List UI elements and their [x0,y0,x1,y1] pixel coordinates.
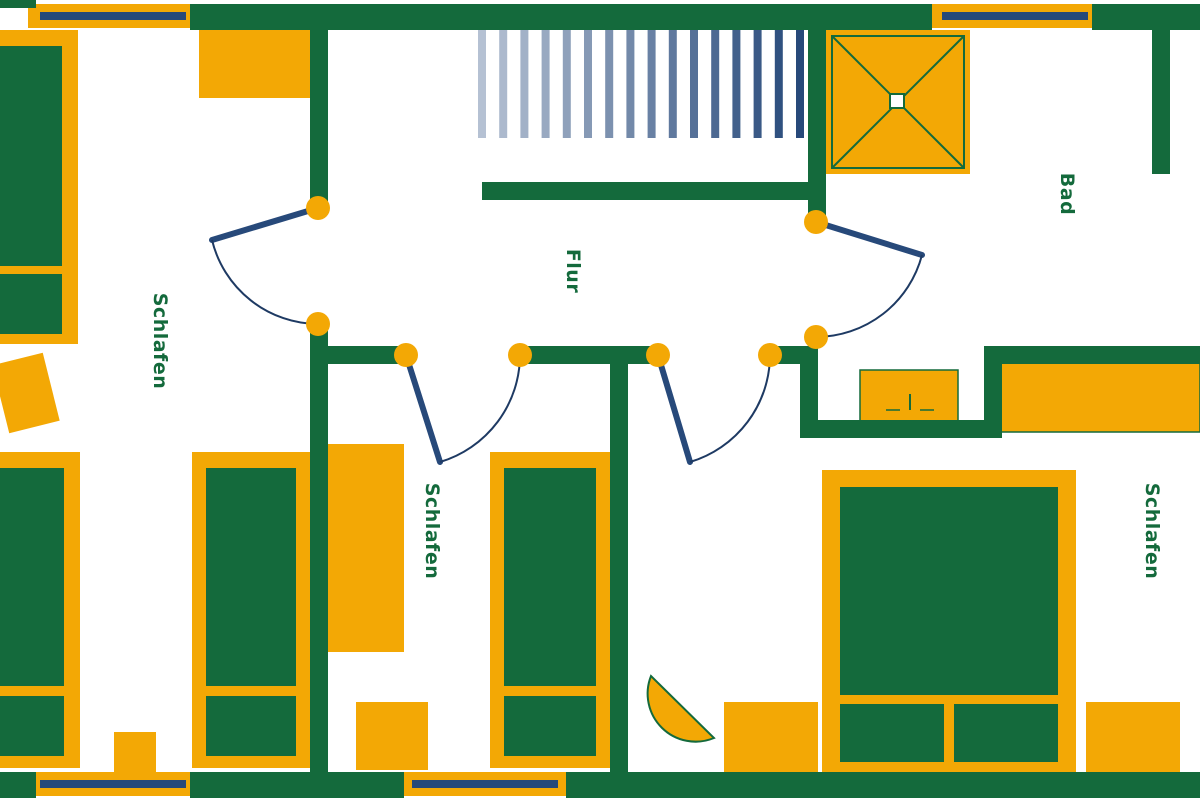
doors [209,196,925,465]
stair-tread [753,30,762,138]
stair-tread [562,30,571,138]
stair-tread [605,30,614,138]
staircase-icon [478,30,804,138]
door-swing-icon [646,343,782,465]
small-stool-left [114,732,156,774]
room-label-flur: Flur [562,249,584,294]
room-label-schlafen-middle: Schlafen [421,483,443,580]
door-swing-icon [394,343,532,465]
windows [28,4,1100,796]
double-bed [822,470,1076,772]
window-top-left [28,4,198,28]
door-swing-icon [209,196,330,336]
nightstand-middle [356,702,428,770]
room-label-schlafen-right: Schlafen [1141,483,1163,580]
window-bottom-middle [400,772,570,796]
window-top-right [930,4,1100,28]
room-label-schlafen-left: Schlafen [149,293,171,390]
room-label-bad: Bad [1056,173,1078,215]
bed-middle [490,452,610,768]
stair-tread [541,30,550,138]
stair-tread [520,30,529,138]
bed-left-right [192,452,310,768]
bathtub [1000,362,1200,432]
wardrobe-middle [328,444,404,652]
room-labels: Flur Bad Schlafen Schlafen Schlafen [149,173,1163,579]
stair-tread [774,30,783,138]
stair-tread [668,30,677,138]
stair-tread [796,30,804,138]
stair-tread [478,30,486,138]
window-bottom-left [28,772,198,796]
stair-tread [626,30,635,138]
stair-tread [647,30,656,138]
stair-tread [499,30,508,138]
stair-tread [732,30,741,138]
cabinet-top-left [199,30,311,98]
nightstand-right-right [1086,702,1180,772]
bedside-table-left [0,352,60,434]
furniture [0,30,1200,774]
nightstand-right-left [724,702,818,772]
bed-left-bottom [0,452,80,768]
door-swing-icon [804,210,925,349]
shower-tray-icon [826,30,970,174]
sink-vanity [859,369,959,423]
stair-tread [690,30,698,138]
stair-tread [711,30,720,138]
half-round-table [646,674,716,743]
stair-tread [584,30,592,138]
bed-left-top [0,30,78,344]
